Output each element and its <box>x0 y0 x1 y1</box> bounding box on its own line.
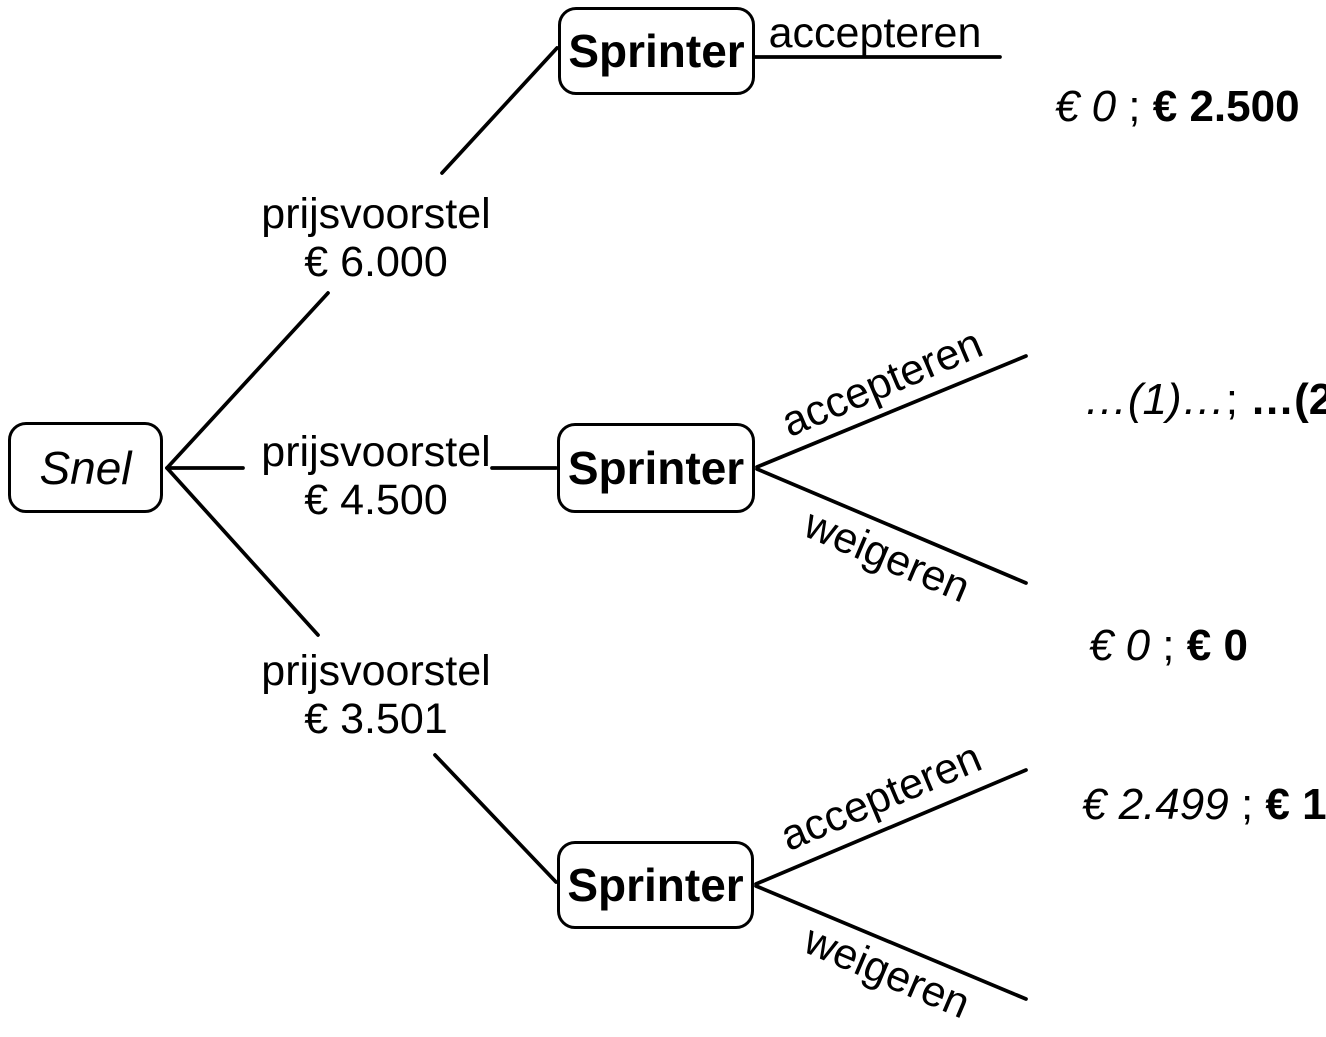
payoff-bottom-weigeren: € 0 ; € 0 <box>1036 982 1244 1037</box>
action-label-offer-4500-line2: € 4.500 <box>304 476 448 525</box>
payoff-separator: ; <box>1146 1032 1183 1037</box>
edge-label-top-accepteren: accepteren <box>768 9 982 57</box>
payoff-bottom-accepteren: € 2.499 ; € 1 <box>1033 730 1326 880</box>
payoff-top-accepteren: € 0 ; € 2.500 <box>1006 32 1300 182</box>
action-label-offer-4500-line1: prijsvoorstel <box>261 428 491 476</box>
action-label-offer-6000-line1: prijsvoorstel <box>261 190 491 238</box>
payoff-mid-accepteren: …(1)…; …(2)… <box>1035 325 1326 475</box>
payoff-separator: ; <box>1225 375 1251 424</box>
edge-offer-6000-upper <box>440 46 559 175</box>
edge-offer-3501-upper <box>165 466 320 637</box>
payoff-sprinter-value: € 1 <box>1265 780 1326 829</box>
sprinter-node-top: Sprinter <box>558 7 755 95</box>
payoff-sprinter-value: € 0 <box>1183 1032 1244 1037</box>
sprinter-node-bottom: Sprinter <box>557 841 754 929</box>
action-label-offer-6000: prijsvoorstel € 6.000 <box>256 190 496 286</box>
payoff-separator: ; <box>1116 82 1153 131</box>
payoff-snel-value: € 0 <box>1054 82 1117 131</box>
payoff-sprinter-value: …(2)… <box>1250 375 1326 424</box>
payoff-snel-value: € 0 <box>1088 621 1151 670</box>
edge-mid-weigeren <box>755 467 1028 585</box>
edge-offer-6000-lower <box>165 291 330 470</box>
action-label-offer-3501-line2: € 3.501 <box>304 695 448 744</box>
payoff-separator: ; <box>1228 780 1266 829</box>
payoff-snel-value: € 0 <box>1085 1032 1146 1037</box>
edge-mid-accepteren <box>755 354 1028 469</box>
sprinter-node-middle: Sprinter <box>557 423 755 513</box>
payoff-snel-value: € 2.499 <box>1081 780 1229 829</box>
edge-offer-3501-lower <box>433 753 558 884</box>
payoff-sprinter-value: € 0 <box>1186 621 1248 670</box>
payoff-separator: ; <box>1150 621 1187 670</box>
payoff-sprinter-value: € 2.500 <box>1152 82 1300 131</box>
action-label-offer-3501: prijsvoorstel € 3.501 <box>256 647 496 743</box>
action-label-offer-3501-line1: prijsvoorstel <box>261 647 491 695</box>
action-label-offer-6000-line2: € 6.000 <box>304 238 448 287</box>
payoff-mid-weigeren: € 0 ; € 0 <box>1040 571 1248 721</box>
action-label-offer-4500: prijsvoorstel € 4.500 <box>256 428 496 524</box>
edge-bottom-accepteren <box>754 768 1028 886</box>
snel-node: Snel <box>8 422 163 513</box>
payoff-snel-value: …(1)… <box>1083 375 1226 424</box>
edge-bottom-weigeren <box>754 884 1028 1001</box>
